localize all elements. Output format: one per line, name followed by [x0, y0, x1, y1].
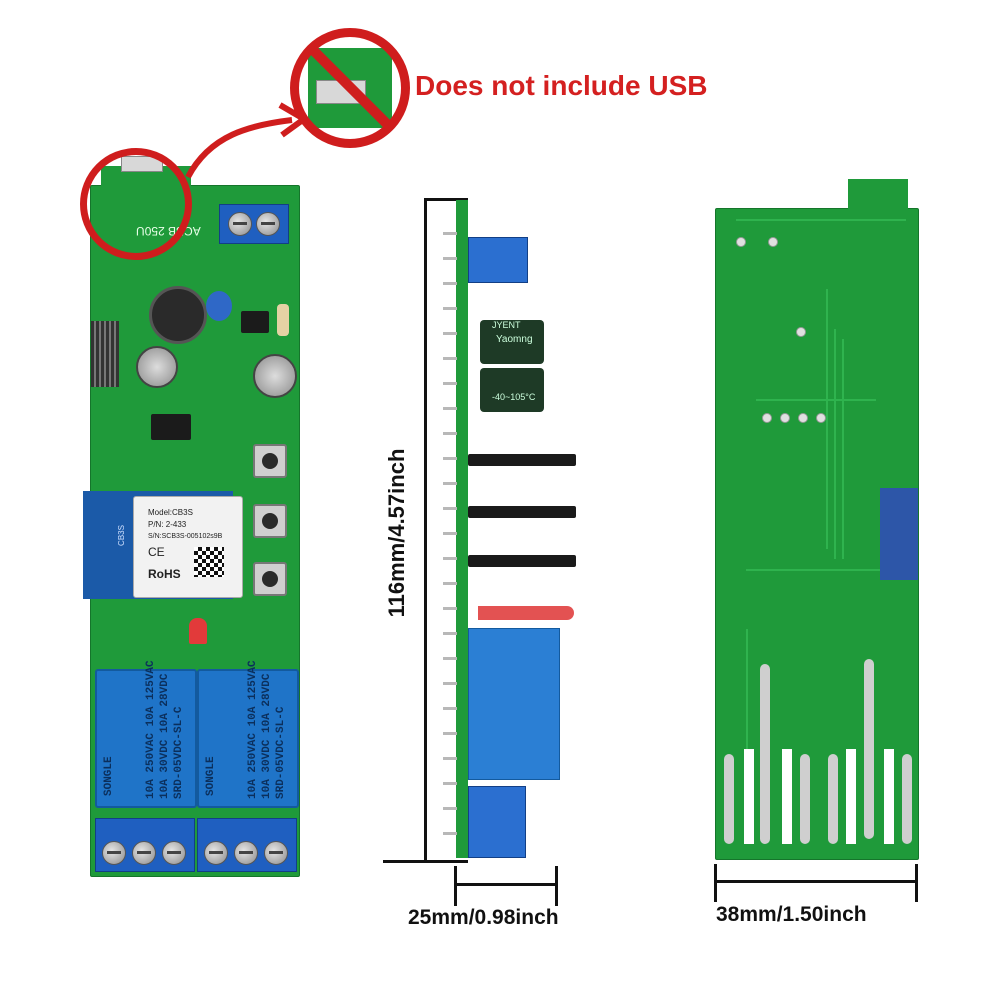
- depth-dim-right: [555, 866, 558, 906]
- side-led: [478, 606, 574, 620]
- side-capacitor-brand: Yaomng: [496, 334, 533, 345]
- relay-1-model: SRD-05VDC-SL-C: [173, 706, 185, 799]
- no-usb-prohibition-icon: [290, 28, 410, 148]
- usb-highlight-circle: [80, 148, 192, 260]
- side-capacitor-2: [480, 368, 544, 412]
- width-dim-horizontal: [714, 880, 918, 883]
- back-usb-tab: [848, 179, 908, 211]
- depth-dim-left: [454, 866, 457, 906]
- front-board: ACBB 250U WiFi CB3S Model:CB3S P/N: 2-43…: [83, 156, 300, 877]
- module-pn: P/N: 2-433: [148, 520, 187, 529]
- status-led: [189, 618, 207, 644]
- width-dimension-label: 38mm/1.50inch: [716, 903, 867, 926]
- side-pins: [443, 210, 457, 850]
- side-capacitor-rating: -40~105°C: [492, 392, 536, 402]
- module-sn: S/N:SCB3S-005102s9B: [148, 533, 223, 540]
- push-button-3[interactable]: [253, 562, 287, 596]
- push-button-2[interactable]: [253, 504, 287, 538]
- side-button-1: [468, 454, 576, 466]
- electrolytic-capacitor-1: [136, 346, 178, 388]
- module-side-label: CB3S: [116, 525, 126, 546]
- back-solder-strip-1: [760, 664, 770, 844]
- depth-dimension-label: 25mm/0.98inch: [408, 906, 559, 929]
- side-button-3: [468, 555, 576, 567]
- width-dim-right: [915, 864, 918, 902]
- fuse: [277, 304, 289, 336]
- rf-coil: [91, 321, 119, 387]
- height-dim-top: [424, 198, 468, 201]
- relay-2-line2: 10A 30VDC 10A 28VDC: [261, 673, 273, 799]
- depth-dim-horizontal: [454, 883, 558, 886]
- module-ce: CE: [148, 545, 165, 559]
- push-button-1[interactable]: [253, 444, 287, 478]
- inductor: [149, 286, 207, 344]
- back-solder-strip-5: [828, 754, 838, 844]
- module-rohs: RoHS: [148, 567, 181, 581]
- height-dimension-label: 116mm/4.57inch: [384, 448, 409, 618]
- height-dim-vertical: [424, 198, 427, 862]
- back-solder-strip-6: [902, 754, 912, 844]
- back-solder-strip-2: [864, 659, 874, 839]
- relay-1-line1: 10A 250VAC 10A 125VAC: [145, 660, 157, 799]
- relay-1-line2: 10A 30VDC 10A 28VDC: [159, 673, 171, 799]
- side-capacitor-1: [480, 320, 544, 364]
- module-model: Model:CB3S: [148, 508, 193, 517]
- module-shield: Model:CB3S P/N: 2-433 S/N:SCB3S-005102s9…: [133, 496, 243, 598]
- relay-2-terminal: [197, 818, 297, 872]
- relay-1-brand: SONGLE: [103, 756, 115, 796]
- relay-2-model: SRD-05VDC-SL-C: [275, 706, 287, 799]
- ic-chip-2: [241, 311, 269, 333]
- relay-1: SONGLE 10A 250VAC 10A 125VAC 10A 30VDC 1…: [95, 660, 197, 808]
- back-antenna-tag: [880, 488, 918, 580]
- ic-chip-1: [151, 414, 191, 440]
- side-pcb-edge: [456, 200, 468, 858]
- relay-2-line1: 10A 250VAC 10A 125VAC: [247, 660, 259, 799]
- electrolytic-capacitor-2: [253, 354, 297, 398]
- side-relay: [468, 628, 560, 780]
- back-solder-strip-4: [800, 754, 810, 844]
- power-terminal: [219, 204, 289, 244]
- back-solder-strip-3: [724, 754, 734, 844]
- side-button-2: [468, 506, 576, 518]
- relay-1-terminal: [95, 818, 195, 872]
- blue-capacitor: [206, 291, 232, 321]
- side-capacitor-side-label: JYENT: [492, 320, 521, 330]
- side-power-terminal: [468, 237, 528, 283]
- relay-2-brand: SONGLE: [205, 756, 217, 796]
- width-dim-left: [714, 864, 717, 902]
- no-usb-notice: Does not include USB: [415, 70, 708, 101]
- qr-code: [194, 547, 224, 577]
- side-bottom-terminal: [468, 786, 526, 858]
- height-dim-bottom: [383, 860, 468, 863]
- relay-2: SONGLE 10A 250VAC 10A 125VAC 10A 30VDC 1…: [197, 660, 299, 808]
